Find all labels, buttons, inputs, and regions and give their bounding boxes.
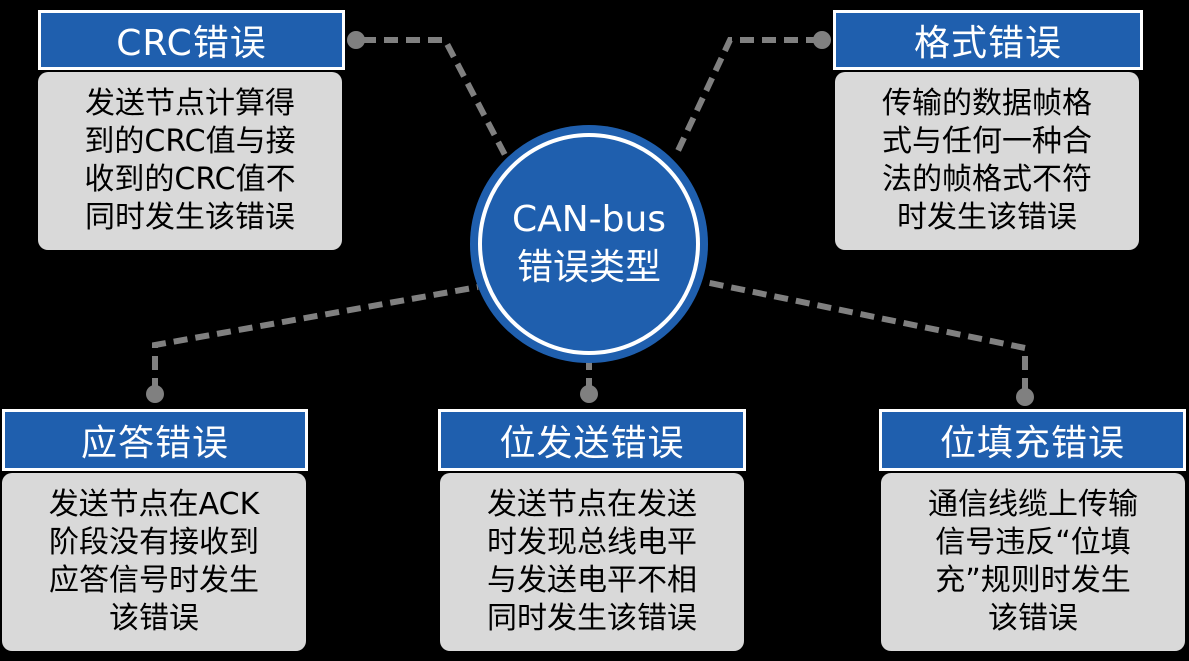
ack-desc-line: 阶段没有接收到: [49, 525, 259, 560]
connector-dot-crc: [347, 31, 365, 49]
connector-crc: [362, 37, 508, 157]
format-desc-line: 时发生该错误: [897, 200, 1077, 235]
format-desc-line: 传输的数据帧格: [882, 86, 1092, 121]
stuff-desc-line: 充”规则时发生: [935, 563, 1131, 598]
bit-desc-line: 发送节点在发送: [487, 487, 697, 522]
bit-desc-line: 时发现总线电平: [487, 525, 697, 560]
crc-desc-line: 收到的CRC值不: [84, 162, 296, 197]
bit-error-description: 发送节点在发送 时发现总线电平 与发送电平不相 同时发生该错误: [440, 473, 744, 651]
crc-desc-line: 到的CRC值与接: [84, 124, 296, 159]
connector-dot-ack: [146, 385, 164, 403]
crc-error-title: CRC错误: [38, 10, 345, 70]
format-error-title: 格式错误: [833, 10, 1143, 70]
stuff-desc-line: 通信线缆上传输: [928, 487, 1138, 522]
ack-desc-line: 应答信号时发生: [49, 563, 259, 598]
bit-desc-line: 与发送电平不相: [487, 563, 697, 598]
format-error-description: 传输的数据帧格 式与任何一种合 法的帧格式不符 时发生该错误: [835, 72, 1139, 250]
crc-desc-line: 同时发生该错误: [85, 200, 295, 235]
crc-desc-line: 发送节点计算得: [85, 86, 295, 121]
stuff-error-description: 通信线缆上传输 信号违反“位填 充”规则时发生 该错误: [881, 473, 1185, 651]
ack-desc-line: 该错误: [109, 601, 199, 636]
ack-desc-line: 发送节点在ACK: [48, 487, 260, 522]
stuff-error-title: 位填充错误: [879, 409, 1186, 471]
format-desc-line: 法的帧格式不符: [882, 162, 1092, 197]
ack-error-description: 发送节点在ACK 阶段没有接收到 应答信号时发生 该错误: [2, 473, 306, 651]
bit-desc-line: 同时发生该错误: [487, 601, 697, 636]
center-title-line2: 错误类型: [516, 247, 661, 288]
format-desc-line: 式与任何一种合: [882, 124, 1092, 159]
connector-dot-format: [813, 31, 831, 49]
bit-error-title: 位发送错误: [438, 409, 746, 471]
connector-dot-stuff: [1016, 388, 1034, 406]
center-circle: CAN-bus 错误类型: [478, 133, 700, 355]
center-title-line1: CAN-bus: [511, 199, 667, 240]
stuff-desc-line: 信号违反“位填: [935, 525, 1131, 560]
connector-format: [673, 37, 820, 157]
crc-error-description: 发送节点计算得 到的CRC值与接 收到的CRC值不 同时发生该错误: [38, 72, 342, 250]
ack-error-title: 应答错误: [2, 409, 308, 471]
connector-ack: [152, 284, 479, 392]
connector-stuff: [704, 279, 1028, 392]
stuff-desc-line: 该错误: [988, 601, 1078, 636]
connector-dot-bit: [580, 385, 598, 403]
